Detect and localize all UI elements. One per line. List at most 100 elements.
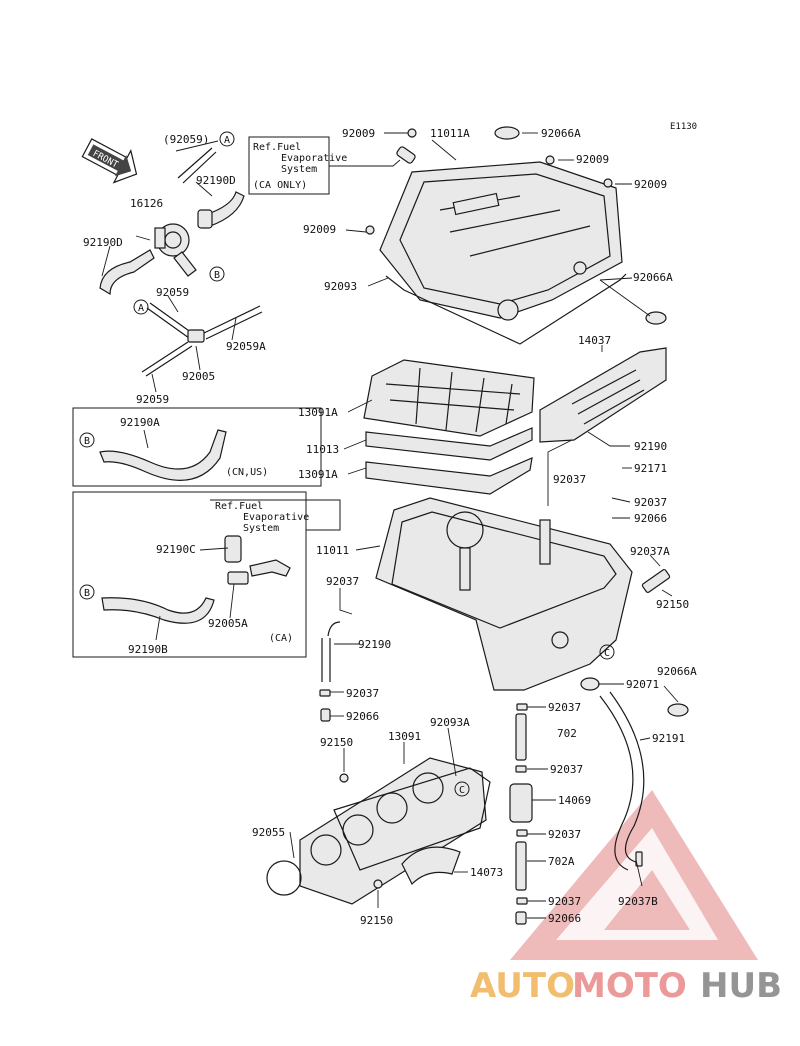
label-92005A: 92005A — [208, 617, 248, 630]
label-13091: 13091 — [388, 730, 421, 743]
label-92059-a: 92059 — [156, 286, 189, 299]
right-drain-stack — [509, 703, 533, 925]
svg-text:System: System — [281, 164, 317, 175]
label-92066A-3: 92066A — [657, 665, 697, 678]
label-14073: 14073 — [470, 866, 503, 879]
label-92190A: 92190A — [120, 416, 160, 429]
inset-ca — [72, 491, 341, 658]
ref-b-cnus: B — [79, 432, 95, 448]
ref-b-ca: B — [79, 584, 95, 600]
label-16126: 16126 — [130, 197, 163, 210]
label-92066A-1: 92066A — [541, 127, 581, 140]
label-14037: 14037 — [578, 334, 611, 347]
label-92190-2: 92190 — [358, 638, 391, 651]
svg-text:System: System — [243, 523, 279, 534]
diagram-code: E1130 — [670, 122, 697, 132]
label-92059-paren: (92059) — [163, 133, 209, 146]
circle-refs: A B A B B C C — [79, 131, 615, 797]
svg-text:B: B — [84, 588, 90, 599]
label-92093A: 92093A — [430, 716, 470, 729]
label-92009-4: 92009 — [303, 223, 336, 236]
label-92190D-top: 92190D — [196, 174, 236, 187]
front-arrow-icon: FRONT — [81, 138, 138, 184]
ref-c-adapter: C — [454, 781, 470, 797]
label-14069: 14069 — [558, 794, 591, 807]
lower-housing — [375, 497, 671, 691]
label-92037-4: 92037 — [346, 687, 379, 700]
svg-text:C: C — [459, 785, 465, 796]
label-92055: 92055 — [252, 826, 285, 839]
label-92150-1: 92150 — [656, 598, 689, 611]
svg-text:Ref.Fuel: Ref.Fuel — [253, 142, 301, 153]
label-92150-3: 92150 — [360, 914, 393, 927]
intake-adapter — [266, 757, 491, 905]
ref-c-housing: C — [599, 644, 615, 660]
left-drain-hose — [319, 621, 341, 722]
label-92037A: 92037A — [630, 545, 670, 558]
label-92009-2: 92009 — [576, 153, 609, 166]
inset-ca-label: (CA) — [269, 633, 293, 644]
label-92190-1: 92190 — [634, 440, 667, 453]
label-92190C: 92190C — [156, 543, 196, 556]
watermark-logo: AUTO MOTO HUB — [470, 966, 782, 1006]
ref-a-top: A — [219, 131, 235, 147]
label-11011A: 11011A — [430, 127, 470, 140]
label-92005: 92005 — [182, 370, 215, 383]
leader-lines — [101, 132, 679, 919]
inset-cn-us — [72, 407, 322, 487]
svg-text:B: B — [84, 436, 90, 447]
svg-text:B: B — [214, 270, 220, 281]
ref-fuel-note-top: Ref.Fuel Evaporative System (CA ONLY) — [248, 136, 401, 195]
svg-text:MOTO: MOTO — [572, 966, 687, 1006]
label-702A: 702A — [548, 855, 575, 868]
svg-text:Evaporative: Evaporative — [281, 153, 347, 164]
ref-a-mid: A — [133, 299, 149, 315]
label-11011: 11011 — [316, 544, 349, 557]
ref-b-top: B — [209, 266, 225, 282]
label-92037-7: 92037 — [548, 828, 581, 841]
label-92037-5: 92037 — [548, 701, 581, 714]
label-92059-b: 92059 — [136, 393, 169, 406]
label-92037-6: 92037 — [550, 763, 583, 776]
svg-text:(CA ONLY): (CA ONLY) — [253, 180, 307, 191]
watermark-triangle — [510, 790, 758, 960]
drain-hose-92191 — [580, 677, 689, 871]
svg-text:A: A — [138, 303, 144, 314]
filter-element — [363, 359, 535, 495]
svg-text:C: C — [604, 648, 610, 659]
svg-text:Evaporative: Evaporative — [243, 512, 309, 523]
label-13091A-1: 13091A — [298, 406, 338, 419]
label-92037-1: 92037 — [553, 473, 586, 486]
label-92071: 92071 — [626, 678, 659, 691]
ref-fuel-note-inset: Ref.Fuel Evaporative System — [215, 501, 309, 534]
svg-text:Ref.Fuel: Ref.Fuel — [215, 501, 263, 512]
label-92066-3: 92066 — [548, 912, 581, 925]
label-92037-3: 92037 — [326, 575, 359, 588]
label-92190B: 92190B — [128, 643, 168, 656]
label-92037B: 92037B — [618, 895, 658, 908]
svg-text:A: A — [224, 135, 230, 146]
label-92066-2: 92066 — [346, 710, 379, 723]
label-92171: 92171 — [634, 462, 667, 475]
label-92059A: 92059A — [226, 340, 266, 353]
label-92037-2: 92037 — [634, 496, 667, 509]
label-11013: 11013 — [306, 443, 339, 456]
label-92066-1: 92066 — [634, 512, 667, 525]
label-702: 702 — [557, 727, 577, 740]
svg-text:HUB: HUB — [700, 966, 782, 1006]
label-92093: 92093 — [324, 280, 357, 293]
label-92190D-left: 92190D — [83, 236, 123, 249]
label-92066A-2: 92066A — [633, 271, 673, 284]
label-92037-8: 92037 — [548, 895, 581, 908]
breather-hose-assembly — [99, 147, 263, 377]
intake-duct — [539, 347, 667, 443]
label-92191: 92191 — [652, 732, 685, 745]
inset-cn-us-label: (CN,US) — [226, 467, 268, 478]
label-92009-3: 92009 — [634, 178, 667, 191]
upper-housing — [365, 126, 667, 345]
label-92009-1: 92009 — [342, 127, 375, 140]
part-labels: (92059) 16126 92190D 92190D 92059 92059A… — [83, 127, 697, 927]
svg-text:AUTO: AUTO — [470, 966, 575, 1006]
